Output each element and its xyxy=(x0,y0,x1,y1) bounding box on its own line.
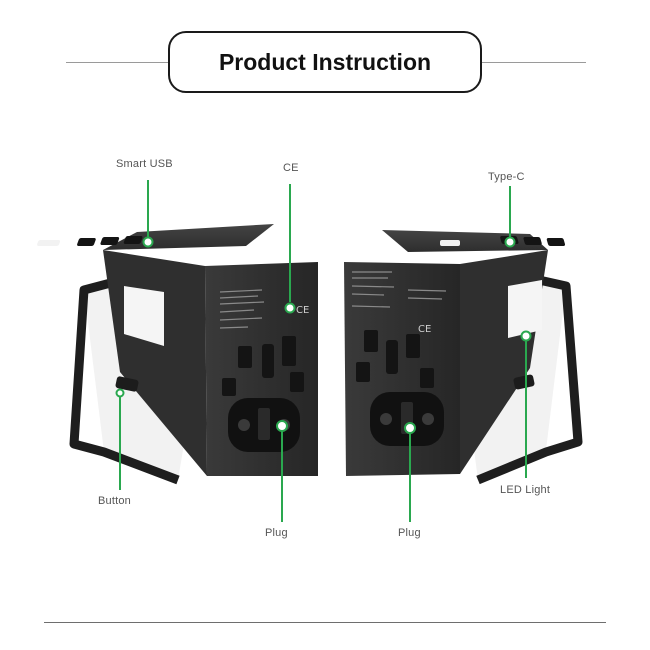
left-universal-socket xyxy=(222,336,304,396)
label-smart-usb: Smart USB xyxy=(116,158,173,170)
left-bracket-frame xyxy=(69,275,180,485)
label-button: Button xyxy=(98,495,132,507)
page-title: Product Instruction xyxy=(168,31,482,93)
right-adapter: CE xyxy=(344,230,583,485)
bottom-rule xyxy=(44,622,606,623)
callout-lines xyxy=(119,180,527,522)
svg-text:CE: CE xyxy=(296,305,309,316)
label-type-c: Type-C xyxy=(488,171,525,183)
right-button xyxy=(513,374,535,390)
title-rule-left xyxy=(66,62,170,63)
left-usb-ports xyxy=(37,236,143,246)
title-rule-right xyxy=(480,62,586,63)
left-button xyxy=(115,376,139,392)
callout-dots xyxy=(115,236,532,434)
right-led-window xyxy=(508,280,542,338)
label-led-light: LED Light xyxy=(500,484,551,496)
right-top-face xyxy=(382,230,548,252)
right-universal-socket xyxy=(356,330,434,388)
svg-text:CE: CE xyxy=(418,324,431,335)
left-adapter: CE xyxy=(37,224,318,485)
label-plug-right: Plug xyxy=(398,527,421,539)
right-bracket-frame xyxy=(476,273,583,485)
label-plug-left: Plug xyxy=(265,527,288,539)
left-led-window xyxy=(124,286,164,346)
label-ce: CE xyxy=(283,162,299,174)
